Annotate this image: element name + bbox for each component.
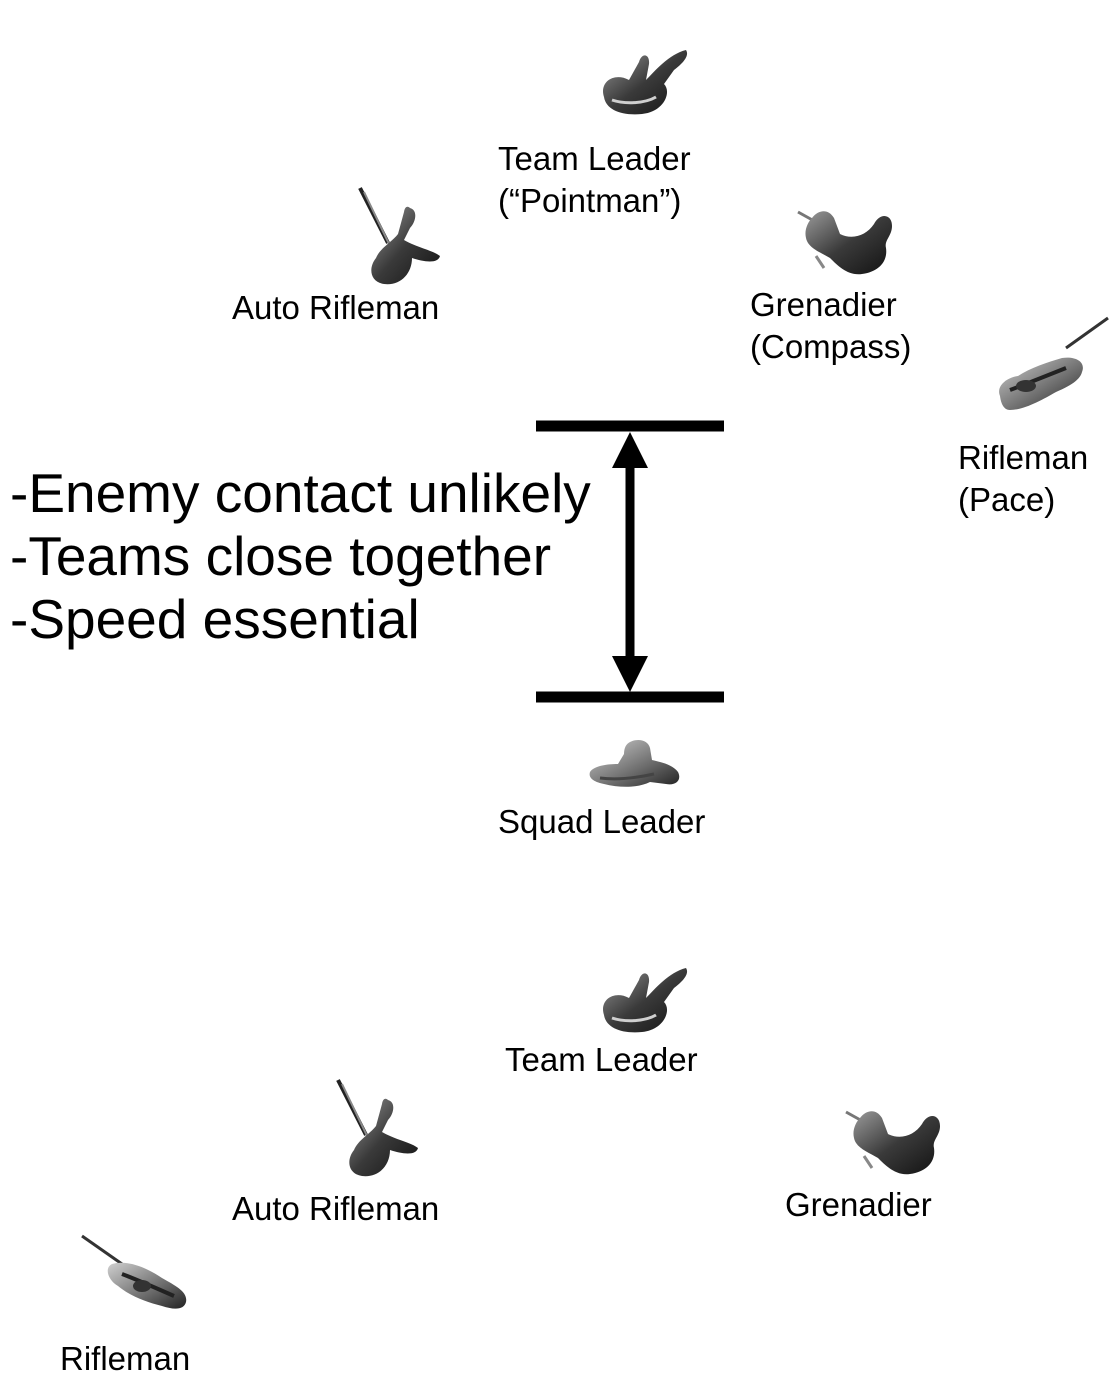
arrow-head-down	[612, 656, 648, 692]
team1-auto-rifleman-label: Auto Rifleman	[232, 289, 440, 326]
team2-rifleman-label: Rifleman	[60, 1340, 191, 1377]
team1-grenadier-label: Grenadier (Compass)	[750, 286, 912, 365]
team2-leader-figure	[594, 960, 694, 1040]
condition-item: -Enemy contact unlikely	[10, 462, 591, 524]
team1-leader-label: Team Leader (“Pointman”)	[498, 140, 691, 219]
team2-auto-rifleman-label: Auto Rifleman	[232, 1190, 440, 1227]
conditions-list: -Enemy contact unlikely -Teams close tog…	[10, 462, 591, 651]
squad-leader-label: Squad Leader	[498, 803, 706, 840]
soldier-rifleman-icon	[80, 1234, 189, 1311]
soldier-grenadier-icon	[844, 1109, 942, 1176]
condition-item: -Teams close together	[10, 525, 552, 587]
team2-grenadier-label: Grenadier	[785, 1186, 932, 1223]
team2-rifleman-figure	[80, 1234, 192, 1314]
soldier-squad-leader-icon	[588, 738, 681, 789]
arrow-head-up	[612, 432, 648, 468]
team1-rifleman-label: Rifleman (Pace)	[958, 439, 1089, 518]
team2-grenadier-figure	[844, 1100, 944, 1180]
squad-leader-figure	[586, 738, 686, 794]
soldier-auto-rifleman-icon	[336, 1078, 420, 1179]
soldier-kneeling-icon	[601, 966, 689, 1034]
team2-auto-rifleman-figure	[318, 1078, 420, 1180]
condition-item: -Speed essential	[10, 588, 420, 650]
team2-leader-label: Team Leader	[505, 1041, 698, 1078]
